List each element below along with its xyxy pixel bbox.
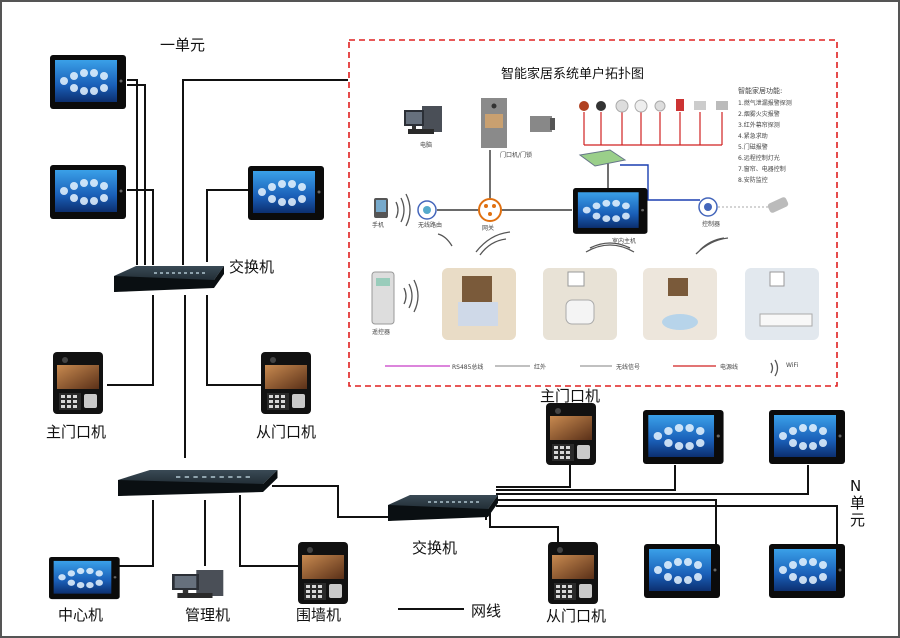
- sub-door-right-label: 从门口机: [546, 607, 607, 625]
- sensor-item: 1.燃气泄漏报警探测: [738, 100, 792, 107]
- legend-wifi: WiFi: [786, 362, 799, 369]
- network-legend-label: 网线: [471, 602, 502, 620]
- single-home-topology-box: [348, 39, 838, 387]
- sub-door-left-label: 从门口机: [256, 423, 317, 441]
- core-switch: [118, 470, 278, 496]
- indoor-monitor-unitn-c: [644, 544, 720, 598]
- sensor-list-title: 智能家居功能:: [738, 87, 783, 95]
- router-icon: [417, 200, 437, 220]
- sensor-item: 7.窗帘、电器控制: [738, 166, 786, 173]
- label-gateway: 网关: [482, 225, 495, 232]
- sensor-item: 3.红外幕帘探测: [738, 122, 780, 129]
- room-photo-living: [442, 268, 516, 340]
- label-door-unit: 门口机/门锁: [500, 152, 533, 159]
- sensors-icon: [579, 99, 728, 113]
- sensor-item: 5.门磁报警: [738, 144, 768, 151]
- room-photo-kitchen: [643, 268, 717, 340]
- center-unit: [49, 557, 120, 600]
- label-mobile: 手机: [372, 222, 385, 229]
- mobile-icon: [374, 198, 388, 218]
- switch-unit1: [114, 266, 224, 292]
- switch-unit-n: [388, 495, 498, 521]
- room-photo-bedroom: [543, 268, 617, 340]
- sub-door-station-left: [261, 352, 311, 414]
- sub-door-station-right: [548, 542, 598, 604]
- door-unit-icon: [481, 98, 555, 148]
- sensor-item: 6.远程控制灯光: [738, 155, 780, 162]
- sensor-function-list: 智能家居功能: 1.燃气泄漏报警探测 2.烟雾火灾报警 3.红外幕帘探测 4.紧…: [738, 86, 834, 186]
- unit1-label: 一单元: [160, 36, 206, 54]
- center-unit-label: 中心机: [58, 606, 104, 624]
- indoor-monitor-unit1-b: [50, 165, 126, 219]
- sensor-item: 8.安防监控: [738, 177, 768, 184]
- topology-title: 智能家居系统单户拓扑图: [501, 67, 645, 82]
- wifi-signal-icon: [395, 193, 779, 377]
- indoor-monitor-unitn-b: [769, 410, 845, 464]
- sensor-item: 2.烟雾火灾报警: [738, 111, 780, 118]
- manager-label: 管理机: [185, 606, 231, 624]
- label-remote: 遥控器: [372, 329, 391, 336]
- room-photo-bath: [745, 268, 819, 340]
- computer-icon: [404, 106, 442, 134]
- wall-station-label: 围墙机: [296, 606, 342, 624]
- main-door-station-right: [546, 403, 596, 465]
- indoor-monitor-unit1-a: [50, 55, 126, 109]
- remote-key-icon: [767, 197, 789, 213]
- remote-control-icon: [371, 271, 395, 325]
- legend-power: 电源线: [720, 364, 739, 371]
- wall-station: [298, 542, 348, 604]
- label-host: 室内主机: [612, 238, 637, 245]
- legend-rs485: RS485总线: [452, 364, 484, 371]
- controller-module-icon: [578, 149, 627, 167]
- switch-bottom-label: 交换机: [412, 539, 458, 557]
- indoor-monitor-unit1-c: [248, 166, 324, 220]
- main-door-station-left: [53, 352, 103, 414]
- legend-infrared: 红外: [534, 364, 547, 371]
- label-computer: 电脑: [420, 142, 433, 149]
- indoor-host-icon: [573, 188, 648, 234]
- legend-wireless: 无线信号: [616, 364, 641, 371]
- switch-top-label: 交换机: [229, 258, 275, 276]
- unit-n-label: N单元: [850, 477, 866, 529]
- sensor-item: 4.紧急求助: [738, 133, 768, 140]
- main-door-left-label: 主门口机: [46, 423, 107, 441]
- management-pc: [172, 570, 224, 598]
- wireless-node-icon: [698, 197, 718, 217]
- label-router: 无线路由: [418, 222, 443, 229]
- label-controller: 控制器: [702, 221, 721, 228]
- indoor-monitor-unitn-a: [643, 410, 724, 464]
- indoor-monitor-unitn-d: [769, 544, 845, 598]
- gateway-icon: [478, 198, 502, 222]
- main-door-right-label: 主门口机: [540, 387, 601, 405]
